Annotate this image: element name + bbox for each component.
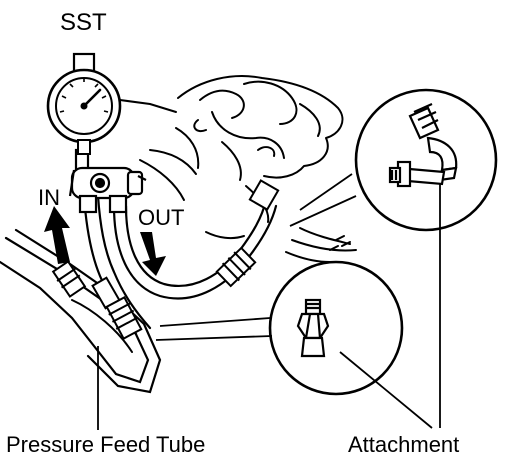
attachment-fitting-lower xyxy=(296,298,330,358)
attachment-detail-upper xyxy=(289,88,498,232)
attachment-leaders xyxy=(339,184,441,429)
leader-line xyxy=(289,195,357,227)
pressure-feed-tube-label: Pressure Feed Tube xyxy=(6,432,205,457)
gauge-pivot xyxy=(80,102,88,110)
detail-circle-upper xyxy=(354,88,498,232)
attachment-detail-lower xyxy=(155,260,404,396)
leader-line xyxy=(299,173,353,211)
attachment-label: Attachment xyxy=(348,432,459,457)
pressure-feed-tube xyxy=(0,228,162,394)
leader-line xyxy=(155,335,273,341)
hose-fittings xyxy=(51,179,280,340)
engine-sketch xyxy=(119,75,357,263)
flow-arrows xyxy=(44,206,166,276)
leader-line xyxy=(159,317,271,327)
out-flow-arrow-icon xyxy=(140,232,166,276)
valve-body xyxy=(68,148,147,214)
in-label: IN xyxy=(38,185,60,210)
gauge-ticks xyxy=(59,78,109,113)
in-flow-arrow-icon xyxy=(44,206,70,264)
out-hose xyxy=(112,198,278,300)
gauge-neck xyxy=(77,139,91,155)
attachment-fitting-upper xyxy=(388,102,458,188)
detail-circle-lower xyxy=(268,260,404,396)
sst-label: SST xyxy=(60,9,107,36)
out-label: OUT xyxy=(138,205,184,230)
sst-gauge xyxy=(46,52,122,155)
gauge-needle xyxy=(82,88,102,108)
